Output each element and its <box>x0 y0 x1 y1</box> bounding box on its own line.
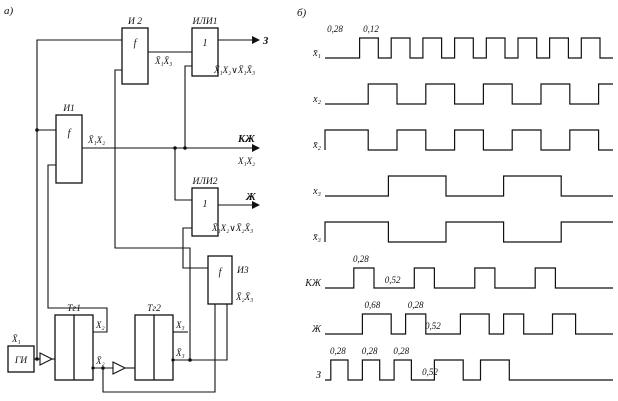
block-name-i2: И 2 <box>127 17 142 27</box>
timing-annotation: 0,68 <box>365 300 381 310</box>
waveform-1 <box>325 83 613 105</box>
waveform-label-4: x̄₃ <box>312 232 321 243</box>
timing-annotation: 0,52 <box>385 275 401 285</box>
signal-i2-out: X̄₁X̄₃ <box>154 56 172 66</box>
or-gate-ili1 <box>191 27 219 77</box>
waveform-label-6: Ж <box>311 324 322 335</box>
waveform-label-2: x̄₂ <box>312 140 321 151</box>
amplifier-icon <box>112 361 127 375</box>
waveform-6 <box>325 313 613 335</box>
amplifier-icon <box>39 352 54 366</box>
timing-annotation: 0,12 <box>363 24 379 34</box>
block-name-i3: И3 <box>236 266 249 276</box>
and-gate-i1 <box>55 114 83 184</box>
timing-annotation: 0,28 <box>408 300 424 310</box>
timing-annotation: 0,52 <box>422 367 438 377</box>
waveform-label-0: x̄₁ <box>312 48 321 59</box>
waveform-label-5: КЖ <box>304 278 322 289</box>
block-name-tg1: Тг1 <box>67 304 81 314</box>
wires <box>34 39 252 393</box>
or-gate-ili2 <box>191 187 219 237</box>
signal-tg2-q: X₃ <box>175 320 185 330</box>
block-symbol-i2: f <box>134 38 138 49</box>
timing-diagram: б) x̄₁ x₂ x̄₂ x₃ x̄₃ КЖ Ж З 0,28 0,12 0,28 0,52 0,68… <box>297 7 613 381</box>
output-green-formula: X̄₁X₂∨X̄₁X̄₃ <box>213 65 255 75</box>
block-name-tg2: Тг2 <box>147 304 161 314</box>
arrow-icon <box>252 144 260 152</box>
output-redyellow-formula: X₁X₂ <box>237 156 255 166</box>
timing-annotation: 0,28 <box>353 254 369 264</box>
waveform-4 <box>324 221 613 243</box>
block-name-ili2: ИЛИ2 <box>192 177 218 187</box>
waveform-7 <box>325 359 613 381</box>
block-symbol-ili2: 1 <box>203 199 208 210</box>
arrow-icon <box>252 36 260 44</box>
panel-a-label: а) <box>4 5 14 17</box>
and-gate-i2 <box>121 27 149 85</box>
output-redyellow-label: КЖ <box>237 134 255 145</box>
output-green-label: З <box>262 36 269 47</box>
signal-tg2-nq: X̄₃ <box>175 348 185 358</box>
block-name-i1: И1 <box>62 104 75 114</box>
waveform-5 <box>325 267 613 289</box>
waveform-label-1: x₂ <box>312 94 321 105</box>
block-symbol-i1: f <box>68 128 72 139</box>
waveform-label-7: З <box>316 370 321 381</box>
output-yellow-label: Ж <box>245 192 256 203</box>
timing-annotation: 0,52 <box>425 321 441 331</box>
block-name-ili1: ИЛИ1 <box>192 17 218 27</box>
waveform-0 <box>325 37 613 59</box>
block-symbol-i3: f <box>219 267 223 278</box>
signal-gi-out: X̄₁ <box>11 334 21 344</box>
signal-i1-out: X̄₁X₂ <box>87 135 105 145</box>
pulse-generator-gi <box>7 345 35 373</box>
signal-tg1-q: X₂ <box>95 320 105 330</box>
junction-dots <box>35 128 192 370</box>
block-symbol-ili1: 1 <box>203 38 208 49</box>
output-yellow-formula: X̄₁X₂∨X̄₂X̄₃ <box>211 223 253 233</box>
timing-annotation: 0,28 <box>327 24 343 34</box>
signal-i3-out: X̄₂X̄₃ <box>235 292 253 302</box>
waveform-3 <box>325 175 613 197</box>
logic-circuit-diagram: а) <box>4 5 269 393</box>
and-gate-i3 <box>207 255 233 305</box>
timing-annotation: 0,28 <box>393 346 409 356</box>
waveform-label-3: x₃ <box>312 186 321 197</box>
panel-b-label: б) <box>297 7 307 19</box>
timing-annotation: 0,28 <box>330 346 346 356</box>
signal-tg1-nq: X̄₂ <box>95 356 105 366</box>
arrow-icon <box>252 201 260 209</box>
timing-annotation: 0,28 <box>362 346 378 356</box>
block-name-gi: ГИ <box>14 356 28 366</box>
waveform-2 <box>324 129 613 151</box>
